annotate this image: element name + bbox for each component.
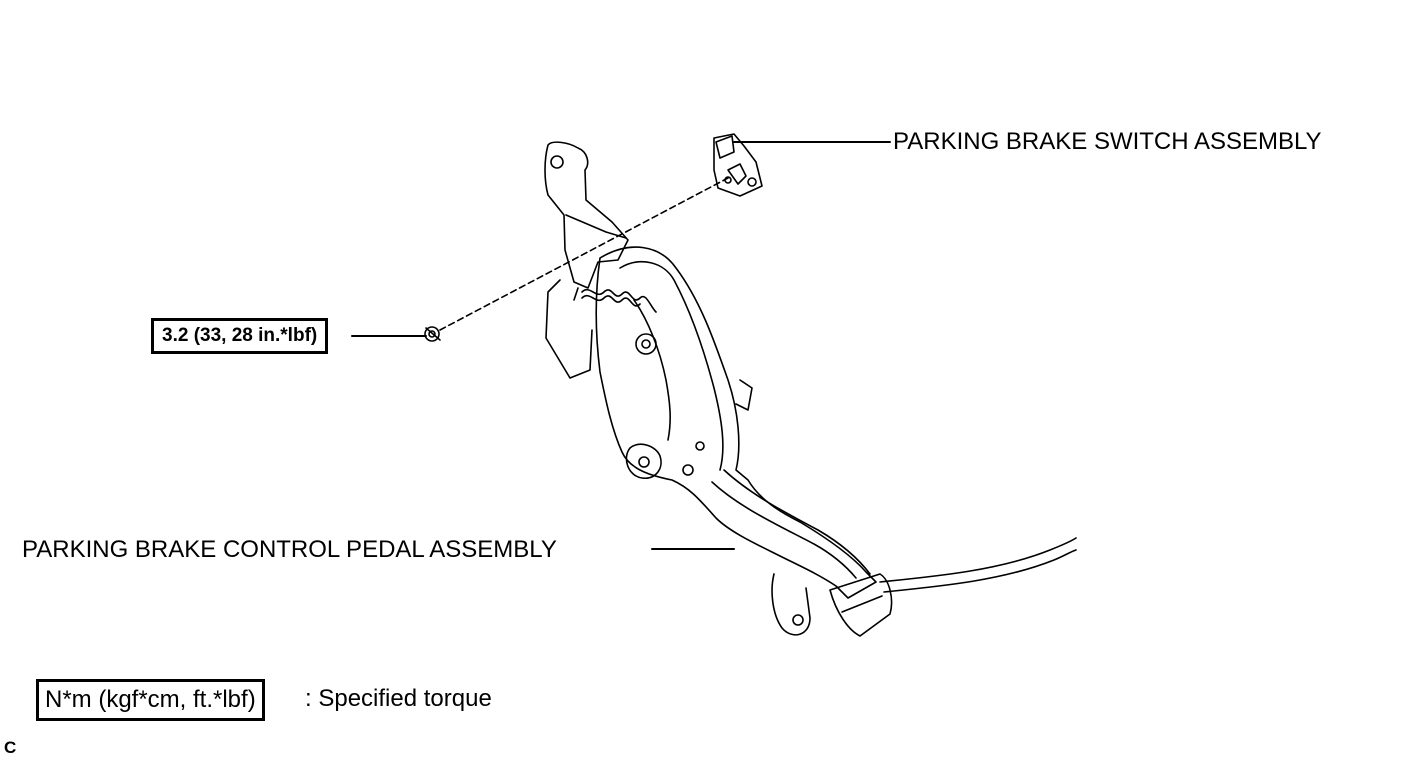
ratchet-hole bbox=[682, 464, 694, 476]
side-tab bbox=[735, 379, 753, 411]
pedal-arm bbox=[595, 246, 877, 599]
bolt-icon bbox=[424, 326, 441, 342]
pedal-assembly-label: PARKING BRAKE CONTROL PEDAL ASSEMBLY bbox=[22, 536, 557, 563]
pivot-hole-upper bbox=[635, 333, 657, 355]
torque-unit-legend-box: N*m (kgf*cm, ft.*lbf) bbox=[36, 679, 265, 721]
bolt-torque-spec: 3.2 (33, 28 in.*lbf) bbox=[151, 318, 329, 354]
return-spring bbox=[581, 288, 657, 313]
lower-bracket bbox=[771, 573, 811, 636]
pivot-boss-lower bbox=[625, 443, 662, 479]
bracket-hole bbox=[550, 155, 564, 169]
switch-install-dashed-line bbox=[439, 177, 729, 331]
corner-code: C bbox=[4, 738, 17, 757]
pedal-pad bbox=[829, 573, 893, 637]
mounting-bracket bbox=[544, 141, 629, 289]
release-cable bbox=[879, 537, 1077, 583]
switch-assembly-body bbox=[713, 133, 763, 197]
torque-legend-description: : Specified torque bbox=[305, 685, 492, 712]
switch-assembly-label: PARKING BRAKE SWITCH ASSEMBLY bbox=[893, 128, 1322, 155]
